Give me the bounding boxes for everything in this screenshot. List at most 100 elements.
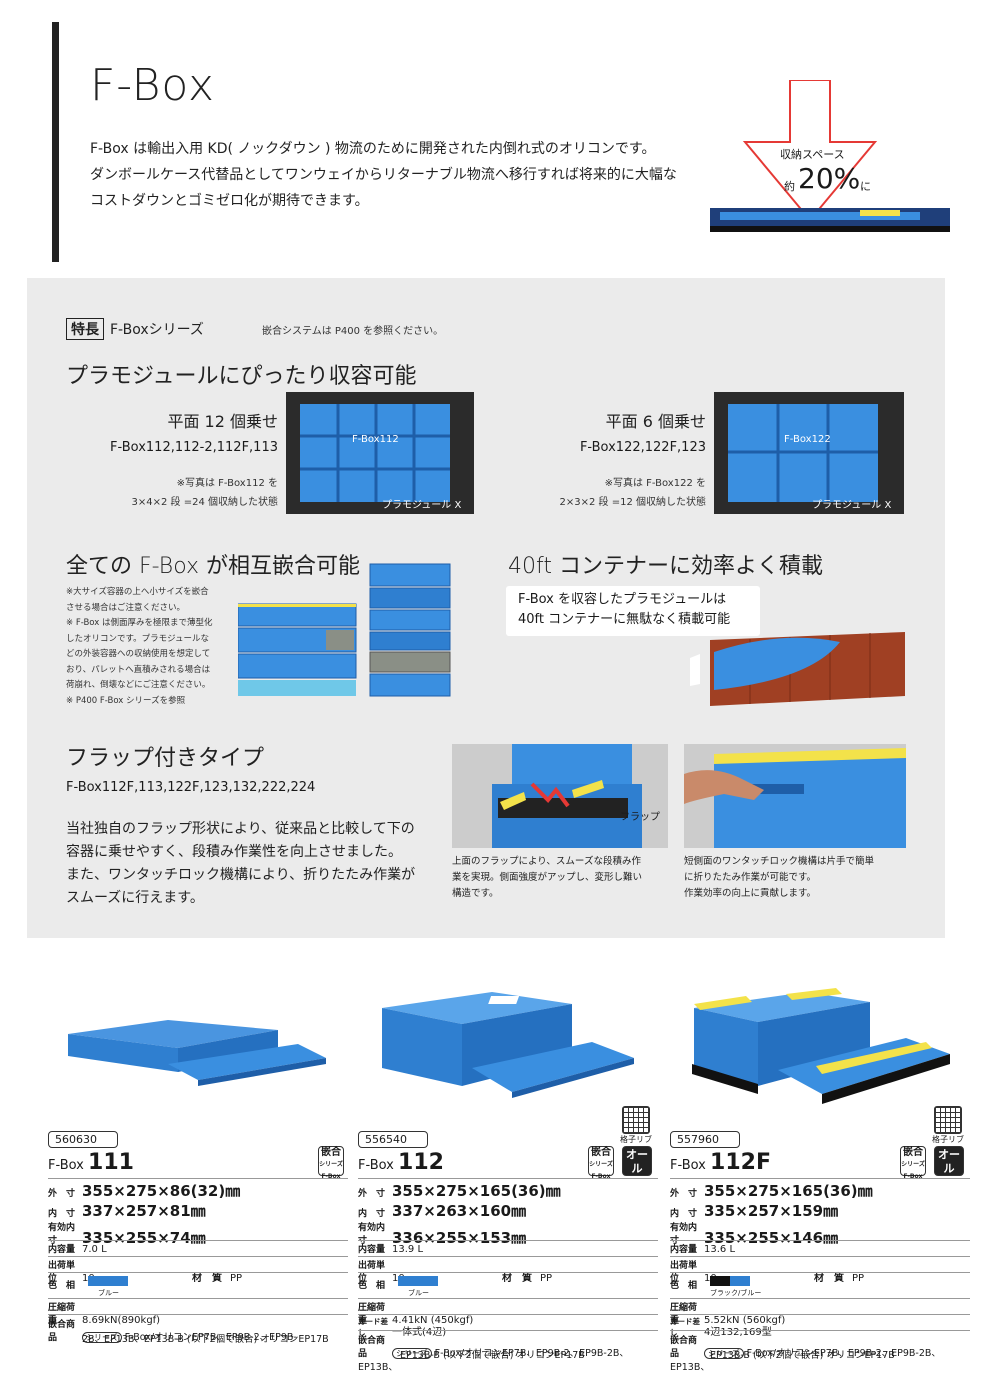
color-swatch-black xyxy=(710,1276,730,1286)
badge-text: オール xyxy=(938,1148,960,1175)
color-name: ブラック/ブルー xyxy=(710,1289,762,1297)
note-line: させる場合はご注意ください。 xyxy=(66,602,186,613)
flap-caption: 上面のフラップにより、スムーズな段積み作 業を実現。側面強度がアップし、変形し難… xyxy=(452,854,642,902)
spec-key: 内容量 xyxy=(358,1245,386,1255)
spec-value: 8.69kN(890kgf) xyxy=(82,1315,161,1326)
spec-key: 外 寸 xyxy=(48,1189,76,1199)
spec-outer: 外 寸 355×275×86(32)㎜ xyxy=(48,1180,240,1201)
photo-label: プラモジュール X xyxy=(812,500,892,511)
fit-series-badge: 嵌合 シリーズ F-Box xyxy=(588,1146,614,1180)
product-photo xyxy=(686,986,956,1106)
spec-key: 内 寸 xyxy=(358,1209,386,1219)
callout-line: 40ft コンテナーに無駄なく積載可能 xyxy=(518,612,731,627)
space-saving-graphic: 収納スペース 約 20% に xyxy=(700,79,960,240)
divider xyxy=(48,1314,348,1315)
spec-color: 色 相 xyxy=(670,1278,970,1291)
caption-line: 作業効率の向上に貢献します。 xyxy=(684,888,817,899)
spec-value: F-Box/オリコンEP7B、EP9B-2、EP9B-2B、EP13B、 xyxy=(670,1348,941,1373)
divider xyxy=(670,1298,970,1299)
spec-value: 336×255×153㎜ xyxy=(392,1229,527,1247)
divider xyxy=(670,1330,970,1331)
divider xyxy=(358,1314,658,1315)
module-title: 平面 12 個乗せ xyxy=(167,412,278,431)
space-value: 20% xyxy=(798,162,861,195)
badge-text: オール xyxy=(626,1148,648,1175)
flap-body: 当社独自のフラップ形状により、従来品と比較して下の 容器に乗せやすく、段積み作業… xyxy=(66,818,415,910)
spec-value: 4辺132,169型 xyxy=(704,1327,772,1338)
product-photo xyxy=(58,1000,338,1100)
note-line: ※大サイズ容器の上へ小サイズを嵌合 xyxy=(66,587,209,597)
feature-note: 嵌合システムは P400 を参照ください。 xyxy=(262,326,444,337)
spec-card: カード差し一体式(4辺) xyxy=(358,1316,658,1338)
spec-value: 355×275×86(32)㎜ xyxy=(82,1182,241,1200)
spec-key: カード差し xyxy=(670,1317,700,1337)
divider xyxy=(358,1178,658,1179)
spec-value: 13.6 L xyxy=(704,1244,736,1255)
spec-key: 内容量 xyxy=(670,1245,698,1255)
flap-models: F-Box112F,113,122F,123,132,222,224 xyxy=(66,780,316,795)
spec-value: PP xyxy=(852,1273,865,1284)
body-line: スムーズに行えます。 xyxy=(66,890,204,906)
spec-key: 出荷単位 xyxy=(358,1261,386,1284)
spec-key: 嵌合商品 xyxy=(48,1320,76,1343)
feature-tag-box: 特長 xyxy=(66,318,104,340)
spec-key: 内 寸 xyxy=(670,1209,698,1219)
spec-capacity: 内容量 13.6 L xyxy=(670,1242,970,1255)
spec-value: 355×275×165(36)㎜ xyxy=(704,1182,873,1200)
callout-line: F-Box を収容したプラモジュールは xyxy=(518,592,727,607)
spec-key: 色 相 xyxy=(358,1281,386,1291)
lock-caption: 短側面のワンタッチロック機構は片手で簡単 に折りたたみ作業が可能です。 作業効率… xyxy=(684,854,874,902)
spec-key: 圧縮荷重 xyxy=(670,1303,698,1326)
note-line: ※ P400 F-Box シリーズを参照 xyxy=(66,695,186,706)
divider xyxy=(358,1272,658,1273)
note-line: 2×3×2 段 =12 個収納した状態 xyxy=(559,497,706,508)
divider xyxy=(670,1240,970,1241)
spec-value: PP xyxy=(540,1273,553,1284)
spec-value: 355×275×165(36)㎜ xyxy=(392,1182,561,1200)
module-photo: F-Box112 プラモジュール X xyxy=(286,392,474,514)
spec-value: PP xyxy=(230,1273,243,1284)
note-line: ※写真は F-Box122 を xyxy=(604,478,706,489)
spec-key: 外 寸 xyxy=(670,1189,698,1199)
product-name: F-Box 111 xyxy=(48,1150,134,1175)
product-number: 112 xyxy=(398,1150,444,1175)
product-code: 556540 xyxy=(358,1131,428,1148)
product-number: 112F xyxy=(710,1150,771,1175)
all-plastic-badge: オール プラ xyxy=(934,1146,964,1189)
section-heading: プラモジュールにぴったり収容可能 xyxy=(66,364,417,389)
container-photo xyxy=(690,620,912,710)
spec-value: 4.41kN (450kgf) xyxy=(392,1315,474,1326)
spec-key: 嵌合商品 xyxy=(670,1336,698,1359)
rib-label: 格子リブ xyxy=(932,1135,964,1144)
container-callout: F-Box を収容したプラモジュールは 40ft コンテナーに無駄なく積載可能 xyxy=(506,586,760,636)
divider xyxy=(48,1178,348,1179)
tall-stack-photo xyxy=(368,560,454,700)
section-heading: 全ての F-Box が相互嵌合可能 xyxy=(66,554,361,579)
caption-line: 構造です。 xyxy=(452,888,499,899)
body-line: 当社独自のフラップ形状により、従来品と比較して下の xyxy=(66,821,415,837)
spec-outer: 外 寸 355×275×165(36)㎜ xyxy=(670,1180,873,1201)
color-name: ブルー xyxy=(408,1289,429,1297)
spec-key: 内 寸 xyxy=(48,1209,76,1219)
badge-text: 嵌合 xyxy=(591,1147,611,1158)
space-label: 収納スペース xyxy=(780,148,845,161)
flap-photo: フラップ xyxy=(452,744,668,848)
module-note: ※写真は F-Box112 を 3×4×2 段 =24 個収納した状態 xyxy=(100,474,278,512)
spec-value: 7.0 L xyxy=(82,1244,107,1255)
product-code: 557960 xyxy=(670,1131,740,1148)
badge-text: F-Box xyxy=(903,1173,923,1180)
all-plastic-badge: オール プラ xyxy=(622,1146,652,1189)
divider xyxy=(670,1256,970,1257)
color-swatch-blue xyxy=(730,1276,750,1286)
spec-fit-cont: EP13B-B (以下2個で嵌合) オリコンEP17B xyxy=(710,1350,895,1361)
color-swatch xyxy=(398,1276,438,1286)
product-name: F-Box 112F xyxy=(670,1150,771,1175)
product-prefix: F-Box xyxy=(358,1158,394,1173)
stacked-boxes-photo xyxy=(237,598,358,698)
spec-key: 出荷単位 xyxy=(48,1261,76,1284)
section-notes: ※大サイズ容器の上へ小サイズを嵌合 させる場合はご注意ください。 ※ F-Box… xyxy=(66,585,212,709)
